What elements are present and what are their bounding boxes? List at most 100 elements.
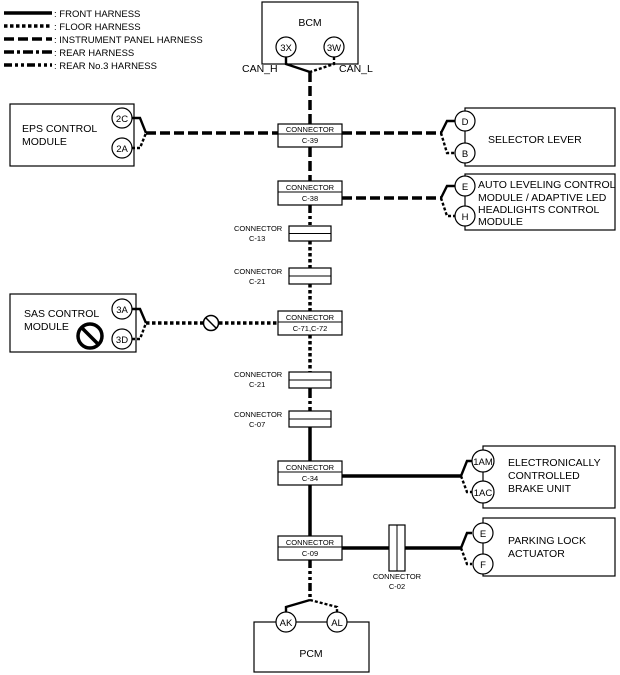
autolevel-pin-e: [454, 175, 476, 197]
ebcu-pin-1am-label: 1AM: [473, 457, 493, 468]
autolevel-can-l-wire: [439, 197, 455, 218]
pcm-box: [253, 621, 370, 673]
selector-box: [464, 107, 616, 167]
pcm-can-l-wire: [309, 598, 339, 613]
ebcu-label-3: BRAKE UNIT: [508, 483, 572, 495]
legend-instrument-label: : INSTRUMENT PANEL HARNESS: [54, 35, 203, 46]
c02-id: C-02: [389, 582, 405, 591]
selector-can-h-wire: [439, 119, 455, 134]
c02-connector: CONNECTOR C-02: [373, 524, 422, 591]
eps-label-1: EPS CONTROL: [22, 123, 97, 135]
c38-box: [277, 180, 343, 206]
sas-label-2: MODULE: [24, 321, 69, 333]
pcm-pin-ak-label: AK: [280, 618, 293, 629]
selector-pin-b: [454, 142, 476, 164]
selector-pin-b-label: B: [462, 149, 468, 160]
c21b-label: CONNECTOR: [234, 370, 283, 379]
autolevel-box: [464, 173, 616, 231]
legend-floor-label: : FLOOR HARNESS: [54, 22, 141, 33]
legend-rear3-label: : REAR No.3 HARNESS: [54, 61, 157, 72]
auto-leveling-module: E H AUTO LEVELING CONTROL MODULE / ADAPT…: [439, 173, 616, 231]
prohibited-icon: [76, 322, 104, 350]
legend: : FRONT HARNESS : FLOOR HARNESS : INSTRU…: [4, 9, 203, 72]
sas-label-1: SAS CONTROL: [24, 308, 99, 320]
autolevel-label-2: MODULE / ADAPTIVE LED: [478, 192, 607, 204]
sas-pin-3d-label: 3D: [116, 335, 128, 346]
parking-label-1: PARKING LOCK: [508, 535, 586, 547]
c38-id: C-38: [302, 194, 318, 203]
pcm-label: PCM: [299, 648, 322, 660]
c34-connector: CONNECTOR C-34: [277, 460, 343, 486]
c21-upper-connector: CONNECTOR C-21: [234, 267, 332, 286]
autolevel-pin-e-label: E: [462, 182, 468, 193]
pcm-module: AK AL PCM: [253, 598, 370, 673]
ebcu-module: 1AM 1AC ELECTRONICALLY CONTROLLED BRAKE …: [459, 445, 616, 509]
parking-pin-f: [472, 553, 494, 575]
bcm-pin-3x-label: 3X: [280, 43, 292, 54]
autolevel-label-1: AUTO LEVELING CONTROL: [478, 179, 616, 191]
selector-pin-d: [454, 110, 476, 132]
pcm-pin-al: [326, 611, 348, 633]
c34-label: CONNECTOR: [286, 463, 335, 472]
c38-label: CONNECTOR: [286, 183, 335, 192]
ebcu-label-2: CONTROLLED: [508, 470, 580, 482]
autolevel-can-h-wire: [439, 184, 455, 199]
sas-can-h-wire: [132, 307, 148, 324]
parking-pin-f-label: F: [480, 560, 486, 571]
c39-connector: CONNECTOR C-39: [277, 123, 343, 148]
parking-box: [482, 517, 616, 577]
c34-id: C-34: [302, 474, 318, 483]
c39-id: C-39: [302, 136, 318, 145]
eps-pin-2a-label: 2A: [116, 144, 128, 155]
bcm-pin-3w-label: 3W: [327, 43, 341, 54]
c09-label: CONNECTOR: [286, 538, 335, 547]
ebcu-label-1: ELECTRONICALLY: [508, 457, 601, 469]
parking-can-l-wire: [459, 547, 472, 566]
legend-rear-label: : REAR HARNESS: [54, 48, 134, 59]
selector-label: SELECTOR LEVER: [488, 134, 582, 146]
ebcu-pin-1ac: [471, 480, 495, 504]
ebcu-can-l-wire: [459, 475, 472, 494]
pcm-can-h-wire: [284, 598, 311, 613]
c09-id: C-09: [302, 549, 318, 558]
eps-label-2: MODULE: [22, 136, 67, 148]
autolevel-label-3: HEADLIGHTS CONTROL: [478, 204, 600, 216]
c09-box: [277, 535, 343, 561]
pcm-pin-ak: [275, 611, 297, 633]
c02-label: CONNECTOR: [373, 572, 422, 581]
parking-pin-e-label: E: [480, 529, 486, 540]
bcm-label: BCM: [298, 17, 321, 29]
bcm-can-l-wire: [309, 57, 336, 74]
parking-can-h-wire: [459, 531, 472, 549]
ebcu-box: [482, 445, 616, 509]
parking-pin-e: [472, 522, 494, 544]
sas-can-l-wire: [132, 322, 148, 341]
c39-label: CONNECTOR: [286, 125, 335, 134]
can-h-label: CAN_H: [242, 63, 278, 75]
sas-pin-3a-label: 3A: [116, 305, 128, 316]
c07-label: CONNECTOR: [234, 410, 283, 419]
c39-box: [277, 123, 343, 148]
eps-can-h-wire: [132, 116, 148, 134]
c21a-id: C-21: [249, 277, 265, 286]
legend-front-label: : FRONT HARNESS: [54, 9, 140, 20]
c13-id: C-13: [249, 234, 265, 243]
c13-connector: CONNECTOR C-13: [234, 224, 332, 243]
parking-lock-module: E F PARKING LOCK ACTUATOR: [459, 517, 616, 577]
ebcu-pin-1am: [471, 449, 495, 473]
ebcu-pin-1ac-label: 1AC: [474, 488, 493, 499]
can-l-label: CAN_L: [339, 63, 373, 75]
c21a-label: CONNECTOR: [234, 267, 283, 276]
c13-label: CONNECTOR: [234, 224, 283, 233]
c71-connector: CONNECTOR C-71,C-72: [277, 310, 343, 336]
ebcu-can-h-wire: [459, 459, 472, 477]
c71-id: C-71,C-72: [293, 324, 328, 333]
autolevel-pin-h-label: H: [462, 212, 469, 223]
c21-lower-connector: CONNECTOR C-21: [234, 370, 332, 389]
bcm-box: [261, 1, 359, 65]
selector-lever-module: D B SELECTOR LEVER: [439, 107, 616, 167]
c21b-id: C-21: [249, 380, 265, 389]
eps-pin-2c-label: 2C: [116, 114, 128, 125]
no-connection-icon: [202, 314, 220, 332]
